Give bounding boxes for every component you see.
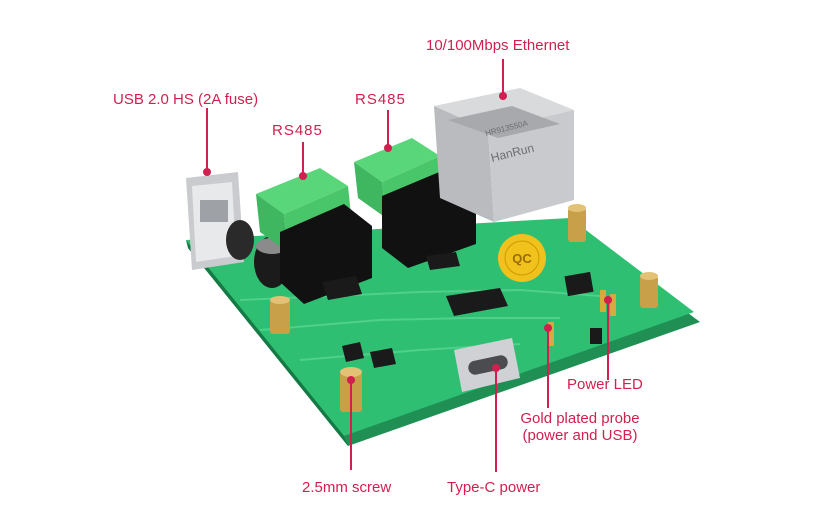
gold-probe-label: Gold plated probe (power and USB) <box>505 410 655 444</box>
rs485-left-label: RS485 <box>272 122 323 139</box>
screw-label: 2.5mm screw <box>302 479 392 496</box>
usb-label: USB 2.0 HS (2A fuse) <box>113 91 259 108</box>
leader-lines <box>206 59 609 472</box>
qc-sticker: QC <box>498 234 546 282</box>
gold-probe-label-line1: Gold plated probe <box>520 410 640 427</box>
ethernet-label: 10/100Mbps Ethernet <box>426 37 570 54</box>
rs485-right-label: RS485 <box>355 91 406 108</box>
gold-probe-label-line2: (power and USB) <box>522 427 638 444</box>
gold-probe-pins <box>548 290 616 346</box>
qc-badge-text: QC <box>512 251 532 266</box>
type-c-connector <box>454 338 520 392</box>
leader-dots <box>203 92 612 384</box>
power-led-label: Power LED <box>567 376 643 393</box>
typec-label: Type-C power <box>447 479 541 496</box>
rj45-ethernet-jack: HanRun HR913550A <box>434 88 574 222</box>
ic-chips <box>322 252 594 368</box>
